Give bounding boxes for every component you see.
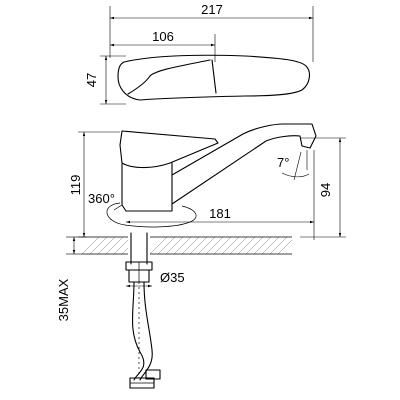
flexible-hoses bbox=[129, 281, 161, 389]
faucet-handle bbox=[119, 130, 219, 169]
dim-handle-offset: 106 bbox=[152, 29, 174, 44]
rotation-label: 360° bbox=[88, 191, 115, 206]
angle-label: 7° bbox=[277, 155, 289, 170]
dim-max-thickness: 35MAX bbox=[56, 278, 71, 321]
top-view: 217 106 47 bbox=[84, 2, 314, 105]
faucet-spout bbox=[171, 123, 317, 205]
faucet-top-outline bbox=[117, 54, 311, 101]
dim-hole-diameter: Ø35 bbox=[160, 270, 185, 285]
countertop-section bbox=[82, 237, 292, 254]
dim-total-length: 217 bbox=[201, 2, 223, 17]
dim-handle-width: 47 bbox=[84, 73, 99, 87]
dim-height: 119 bbox=[68, 175, 83, 196]
side-view: 119 360° 181 7° 94 bbox=[56, 123, 346, 389]
dim-spout-reach: 181 bbox=[209, 206, 231, 221]
dim-spout-height: 94 bbox=[318, 183, 333, 197]
faucet-body bbox=[121, 162, 173, 212]
